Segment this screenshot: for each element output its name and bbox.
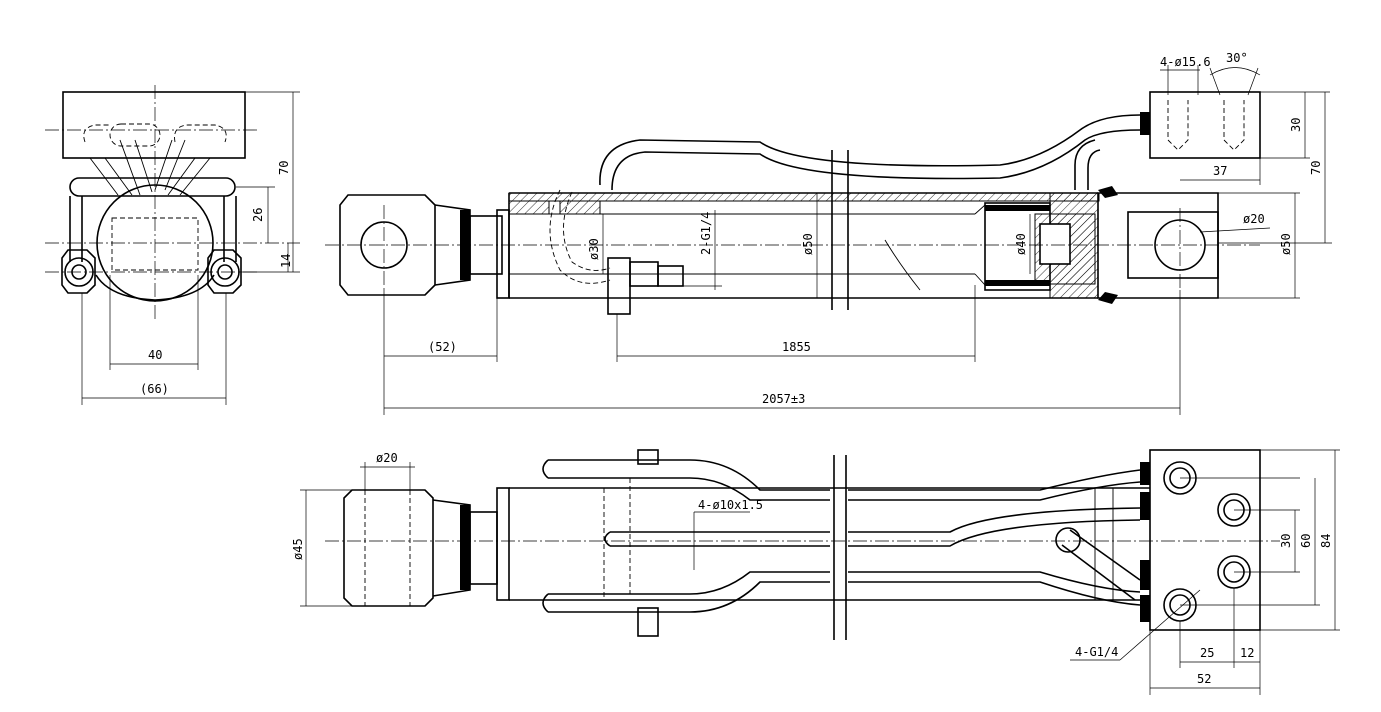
plan-dim-52: 52 [1197,672,1211,686]
plan-dim-4-10x1-5: 4-ø10x1.5 [698,498,763,512]
plan-manifold-block [1149,449,1261,631]
plan-dim-60: 60 [1299,534,1313,548]
plan-view: ø20 ø45 4-ø10x1.5 30 60 84 4-G1/4 25 12 … [291,449,1340,695]
end-view-dim-70: 70 [277,161,291,175]
dim-block-30: 30 [1289,118,1303,132]
plan-dim-25: 25 [1200,646,1214,660]
plan-dim-12: 12 [1240,646,1254,660]
dim-piston-40: ø40 [1014,233,1028,255]
rod-eye [339,194,436,296]
plan-dim-pin-20: ø20 [376,451,398,465]
dim-tube-50: ø50 [801,233,815,255]
dim-rod-30: ø30 [587,238,601,260]
dim-2-g1-4: 2-G1/4 [699,212,713,255]
dim-clevis-50: ø50 [1279,233,1293,255]
dim-52: (52) [428,340,457,354]
side-view: 4-ø15.6 30° 30 70 37 ø20 ø50 ø50 ø40 2-G… [325,51,1332,415]
dim-block-70: 70 [1309,161,1323,175]
plan-dim-4-g1-4: 4-G1/4 [1075,645,1118,659]
dim-pin-20: ø20 [1243,212,1265,226]
end-view-block [62,91,246,159]
plan-dim-30: 30 [1279,534,1293,548]
side-manifold-block [1149,91,1261,159]
plan-dim-84: 84 [1319,534,1333,548]
dim-1855: 1855 [782,340,811,354]
dim-2057: 2057±3 [762,392,805,406]
dim-4-bore-15-6: 4-ø15.6 [1160,55,1211,69]
end-view-dim-26: 26 [251,208,265,222]
plan-rod-eye [343,489,434,607]
rear-clevis [1097,192,1219,299]
end-view-dim-40: 40 [148,348,162,362]
end-view-dim-66: (66) [140,382,169,396]
end-view-dim-14: 14 [279,254,293,268]
plan-dim-45: ø45 [291,538,305,560]
dim-angle-30: 30° [1226,51,1248,65]
dim-37: 37 [1213,164,1227,178]
end-view: 70 26 14 40 (66) [45,85,300,405]
